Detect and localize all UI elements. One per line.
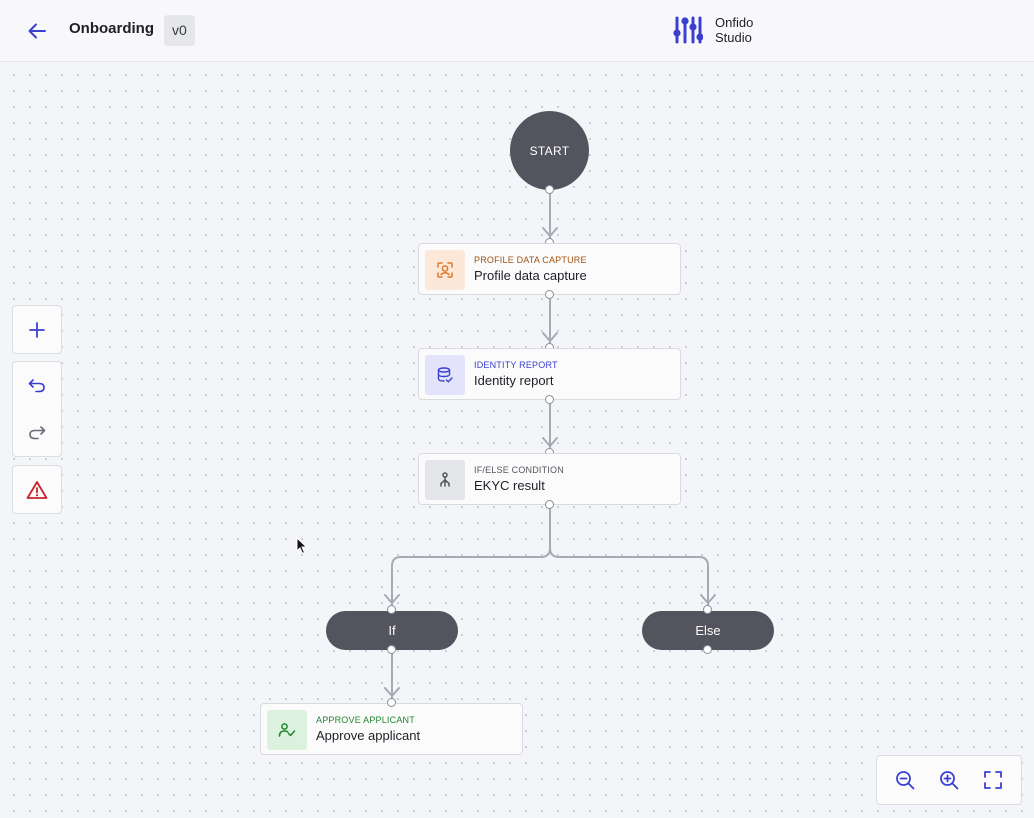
history-toolbox [12, 361, 62, 457]
if-branch-node[interactable]: If [326, 611, 458, 650]
node-icon-box [425, 460, 465, 500]
node-label: Profile data capture [474, 268, 587, 283]
brand-logo: Onfido Studio [673, 14, 753, 46]
approve-input-port[interactable] [387, 698, 396, 707]
node-label: Approve applicant [316, 728, 421, 743]
redo-icon [29, 425, 46, 439]
brand-name: Onfido [715, 15, 754, 30]
if-input-port[interactable] [387, 605, 396, 614]
version-badge[interactable]: v0 [164, 15, 195, 46]
add-node-button[interactable] [13, 306, 61, 353]
zoom-in-icon [940, 771, 959, 790]
if-output-port[interactable] [387, 645, 396, 654]
node-ekyc-condition[interactable]: IF/ELSE CONDITION EKYC result [418, 453, 681, 505]
redo-button[interactable] [13, 409, 61, 456]
start-output-port[interactable] [545, 185, 554, 194]
workflow-title: Onboarding [69, 20, 154, 37]
node-icon-box [425, 250, 465, 290]
user-check-icon [278, 723, 296, 737]
add-icon [29, 321, 45, 338]
node-icon-box [425, 355, 465, 395]
node-label: Identity report [474, 373, 554, 388]
condition-output-port[interactable] [545, 500, 554, 509]
node-icon-box [267, 710, 307, 750]
node-type-label: PROFILE DATA CAPTURE [474, 255, 587, 265]
profile-output-port[interactable] [545, 290, 554, 299]
node-approve-applicant[interactable]: APPROVE APPLICANT Approve applicant [260, 703, 523, 755]
node-type-label: IF/ELSE CONDITION [474, 465, 564, 475]
zoom-controls [876, 755, 1022, 805]
back-button[interactable] [22, 16, 52, 46]
mouse-pointer-icon [296, 537, 308, 555]
start-node[interactable]: START [510, 111, 589, 190]
else-branch-node[interactable]: Else [642, 611, 774, 650]
warning-icon [26, 480, 48, 499]
fit-view-button[interactable] [975, 762, 1011, 798]
undo-button[interactable] [13, 362, 61, 409]
add-node-toolbox [12, 305, 62, 354]
node-identity-report[interactable]: IDENTITY REPORT Identity report [418, 348, 681, 400]
fit-screen-icon [984, 771, 1002, 789]
zoom-out-button[interactable] [887, 762, 923, 798]
zoom-out-icon [896, 771, 915, 790]
brand-product: Studio [715, 30, 752, 45]
database-check-icon [437, 367, 453, 383]
zoom-in-button[interactable] [931, 762, 967, 798]
workflow-canvas[interactable] [0, 63, 1034, 818]
else-output-port[interactable] [703, 645, 712, 654]
validation-toolbox [12, 465, 62, 514]
else-input-port[interactable] [703, 605, 712, 614]
node-type-label: IDENTITY REPORT [474, 360, 558, 370]
onfido-logo-icon [673, 16, 703, 44]
arrow-left-icon [28, 23, 46, 39]
top-bar: Onboarding v0 Onfido Studio [0, 0, 1034, 62]
node-profile-data-capture[interactable]: PROFILE DATA CAPTURE Profile data captur… [418, 243, 681, 295]
node-label: EKYC result [474, 478, 545, 493]
node-type-label: APPROVE APPLICANT [316, 715, 415, 725]
undo-icon [28, 378, 45, 392]
validation-warnings-button[interactable] [13, 466, 61, 513]
identity-output-port[interactable] [545, 395, 554, 404]
face-scan-icon [437, 262, 453, 278]
branch-icon [440, 472, 450, 487]
